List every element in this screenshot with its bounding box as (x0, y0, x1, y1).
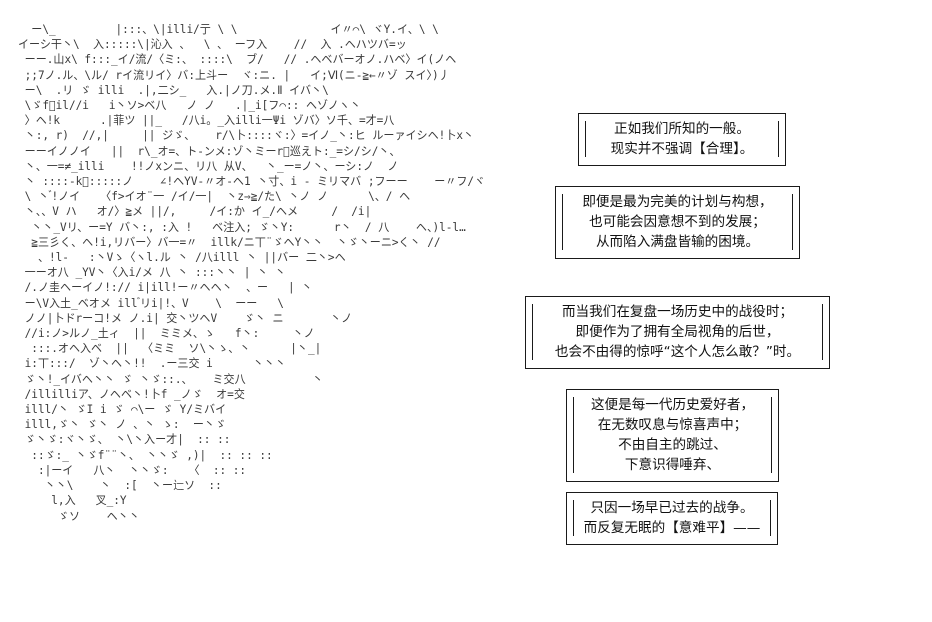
dialogue-line: 在无数叹息与惊喜声中； (597, 417, 748, 433)
dialogue-box-2: 即便是最为完美的计划与构想， 也可能会因意想不到的发展； 从而陷入满盘皆输的困境… (555, 186, 800, 259)
dialogue-line: 而当我们在复盘一场历史中的战役时； (561, 304, 794, 320)
dialogue-line: 不由自主的跳过、 (618, 437, 727, 453)
dialogue-line: 而反复无眠的【意难平】—— (583, 520, 761, 536)
dialogue-line: 即便作为了拥有全局视角的后世， (575, 324, 780, 340)
dialogue-line: 即便是最为完美的计划与构想， (582, 194, 773, 210)
dialogue-rail-right-icon (770, 500, 771, 536)
dialogue-box-1: 正如我们所知的一般。 现实并不强调【合理】。 (578, 113, 786, 166)
dialogue-rail-left-icon (585, 121, 586, 157)
dialogue-rail-left-icon (573, 500, 574, 536)
dialogue-rail-left-icon (573, 397, 574, 473)
dialogue-box-5-inner: 只因一场早已过去的战争。 而反复无眠的【意难平】—— (571, 498, 773, 538)
dialogue-line: 从而陷入满盘皆输的困境。 (595, 234, 760, 250)
dialogue-line: 正如我们所知的一般。 (614, 121, 750, 137)
dialogue-line: 也可能会因意想不到的发展； (589, 214, 766, 230)
dialogue-box-3-inner: 而当我们在复盘一场历史中的战役时； 即便作为了拥有全局视角的后世， 也会不由得的… (530, 302, 825, 362)
dialogue-box-5: 只因一场早已过去的战争。 而反复无眠的【意难平】—— (566, 492, 778, 545)
dialogue-rail-right-icon (771, 397, 772, 473)
dialogue-box-1-inner: 正如我们所知的一般。 现实并不强调【合理】。 (583, 119, 781, 159)
dialogue-rail-left-icon (532, 304, 533, 360)
dialogue-line: 这便是每一代历史爱好者， (590, 397, 755, 413)
ascii-art-illustration: ー\_ |:::、\|illi/亍 \ \ イ〃⌒\ ヾΥ.イ、\ \ イーシ干… (18, 22, 486, 523)
dialogue-rail-right-icon (822, 304, 823, 360)
dialogue-line: 现实并不强调【合理】。 (610, 141, 754, 157)
dialogue-line: 只因一场早已过去的战争。 (590, 500, 754, 516)
dialogue-box-4: 这便是每一代历史爱好者， 在无数叹息与惊喜声中； 不由自主的跳过、 下意识得唾弃… (566, 389, 779, 482)
dialogue-box-4-inner: 这便是每一代历史爱好者， 在无数叹息与惊喜声中； 不由自主的跳过、 下意识得唾弃… (571, 395, 774, 475)
dialogue-rail-right-icon (778, 121, 779, 157)
dialogue-rail-right-icon (792, 194, 793, 250)
dialogue-box-3: 而当我们在复盘一场历史中的战役时； 即便作为了拥有全局视角的后世， 也会不由得的… (525, 296, 830, 369)
dialogue-line: 下意识得唾弃、 (624, 457, 721, 473)
dialogue-box-2-inner: 即便是最为完美的计划与构想， 也可能会因意想不到的发展； 从而陷入满盘皆输的困境… (560, 192, 795, 252)
dialogue-line: 也会不由得的惊呼“这个人怎么敢？”时。 (554, 344, 801, 360)
dialogue-rail-left-icon (562, 194, 563, 250)
